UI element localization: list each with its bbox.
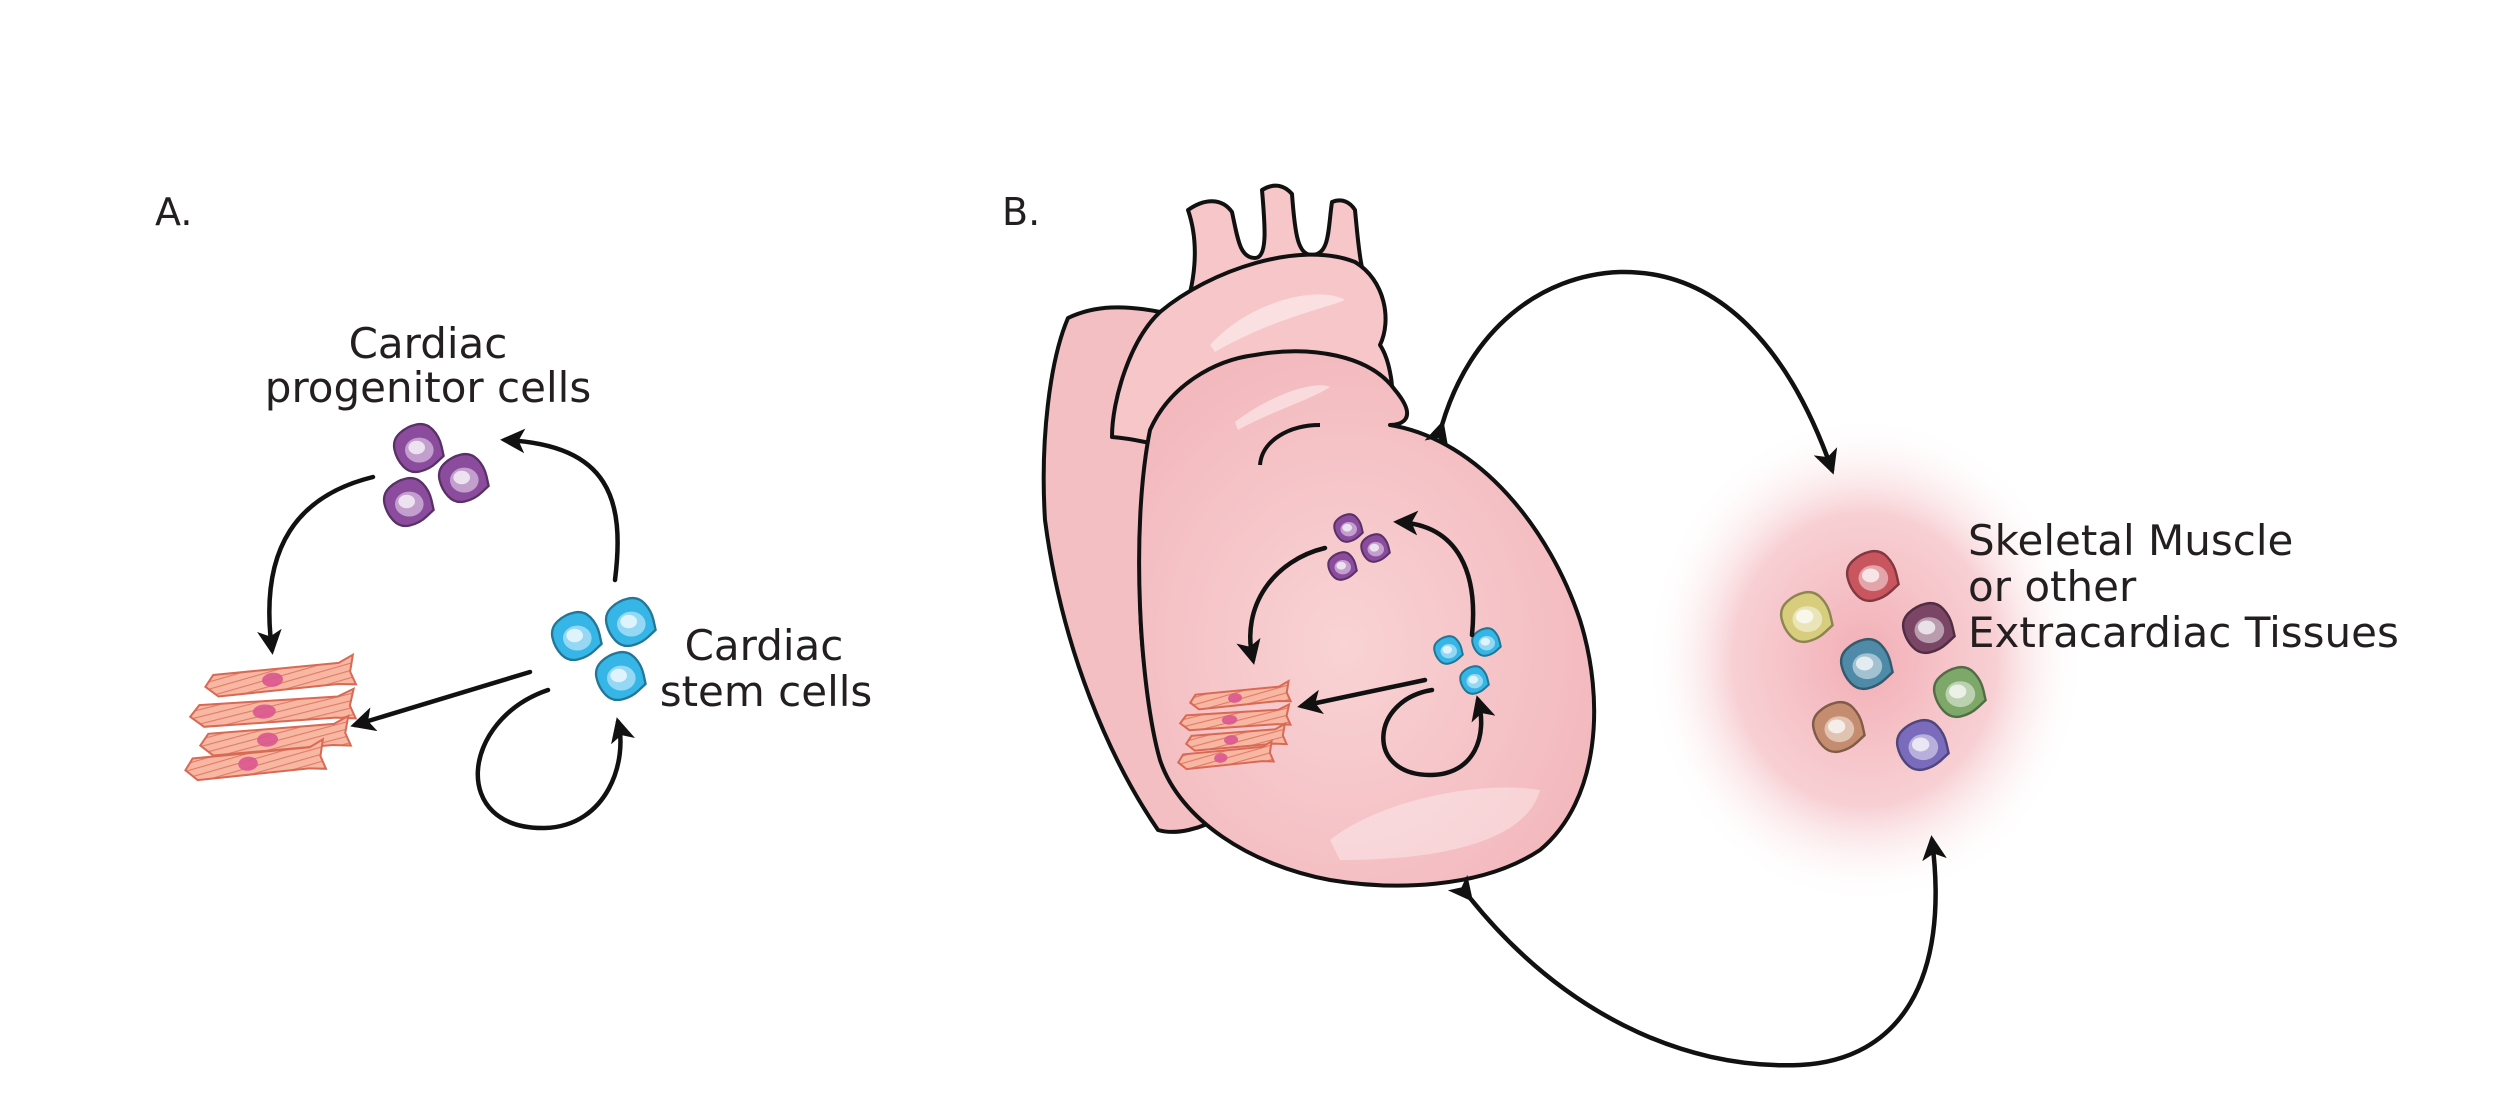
heart-highlight-atrium bbox=[1235, 385, 1330, 430]
progenitor-label-line-1: Cardiac bbox=[349, 319, 508, 368]
heart-highlight-top bbox=[1210, 294, 1345, 352]
cardiomyocyte-2 bbox=[188, 686, 358, 728]
arrow-heart-tissue-exchange-top bbox=[1424, 269, 1838, 475]
panel-b-label: B. bbox=[1002, 190, 1040, 234]
cardiomyocyte-4 bbox=[184, 737, 328, 782]
heart-arrow-stem-to-cardiomyocyte bbox=[1297, 677, 1428, 715]
extracardiac-cell-6 bbox=[1811, 700, 1866, 754]
cardiomyocyte-1 bbox=[204, 652, 358, 698]
arrow-progenitor-to-cardiomyocyte bbox=[257, 474, 376, 655]
heart-progenitor-cells bbox=[1327, 513, 1391, 581]
heart-cardiomyocytes bbox=[1176, 679, 1293, 771]
progenitor-cell-1 bbox=[392, 422, 445, 474]
heart-progenitor-cell-2 bbox=[1360, 533, 1391, 563]
heart-cardiomyocyte-1 bbox=[1188, 679, 1293, 711]
cardiomyocyte-bundle bbox=[184, 652, 358, 782]
heart-arrow-progenitor-to-cardiomyocyte bbox=[1236, 545, 1328, 665]
progenitor-cell-2 bbox=[437, 452, 490, 504]
heart-stem-cell-1 bbox=[1433, 635, 1464, 665]
extracardiac-cell-4 bbox=[1839, 637, 1894, 691]
arrow-stem-self-renewal bbox=[475, 687, 635, 831]
arrow-stem-to-progenitor bbox=[500, 428, 620, 583]
progenitor-cell-cluster bbox=[382, 422, 490, 528]
stem-label-line-1: Cardiac bbox=[685, 621, 844, 670]
heart-progenitor-cell-3 bbox=[1327, 551, 1358, 581]
arrow-stem-to-cardiomyocyte bbox=[350, 669, 533, 732]
tissue-label-line-3: Extracardiac Tissues bbox=[1968, 608, 2399, 657]
arrow-heart-tissue-exchange-bottom bbox=[1447, 835, 1947, 1068]
heart-stem-cell-3 bbox=[1459, 665, 1490, 695]
extracardiac-cell-5 bbox=[1932, 665, 1987, 719]
heart-stem-cell-2 bbox=[1471, 627, 1502, 657]
heart-stem-cells bbox=[1433, 627, 1502, 695]
tissue-label-line-2: or other bbox=[1968, 562, 2137, 611]
heart-arrow-stem-self-renewal bbox=[1381, 687, 1496, 778]
extracardiac-cell-3 bbox=[1901, 601, 1956, 655]
extracardiac-cell-2 bbox=[1845, 549, 1900, 603]
tissue-label-line-1: Skeletal Muscle bbox=[1968, 516, 2293, 565]
heart-highlight-bottom bbox=[1330, 787, 1540, 860]
stem-cell-2 bbox=[604, 596, 657, 648]
extracardiac-cell-group bbox=[1779, 549, 1987, 772]
heart-inner-contour bbox=[1258, 423, 1321, 466]
stem-cell-cluster bbox=[550, 596, 657, 702]
heart-cardiomyocyte-2 bbox=[1178, 702, 1293, 732]
panel-a-label: A. bbox=[155, 190, 192, 234]
heart-cardiomyocyte-3 bbox=[1184, 722, 1289, 752]
panel-a: A. Cardiac progenitor cells Cardiac stem… bbox=[155, 190, 873, 831]
heart bbox=[1041, 183, 1597, 888]
extracardiac-cell-1 bbox=[1779, 590, 1834, 644]
extracardiac-cell-7 bbox=[1895, 718, 1950, 772]
stem-cell-3 bbox=[594, 650, 647, 702]
progenitor-cell-3 bbox=[382, 476, 435, 528]
heart-progenitor-cell-1 bbox=[1333, 513, 1364, 543]
stem-label-line-2: stem cells bbox=[660, 667, 873, 716]
heart-cardiomyocyte-4 bbox=[1176, 739, 1276, 771]
stem-cell-1 bbox=[550, 610, 603, 662]
heart-arrow-stem-to-progenitor bbox=[1393, 510, 1476, 638]
panel-b: B. bbox=[1002, 183, 2399, 1068]
progenitor-label-line-2: progenitor cells bbox=[265, 363, 591, 412]
